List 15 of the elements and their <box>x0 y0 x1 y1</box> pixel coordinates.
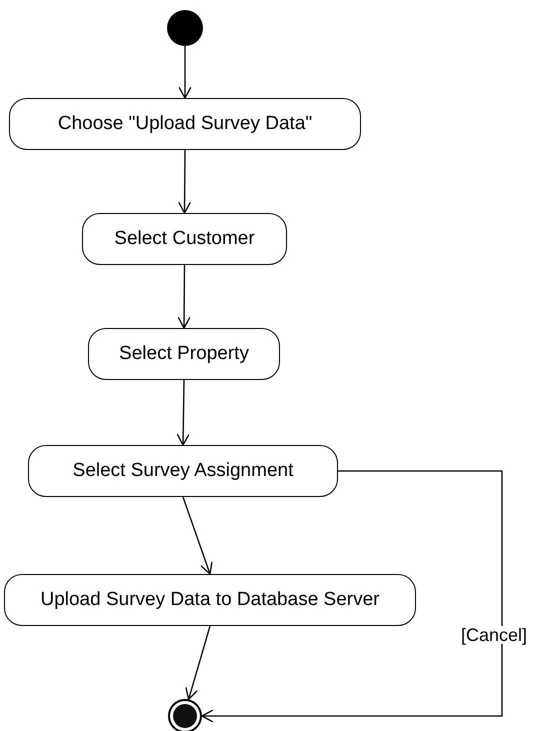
arrow <box>176 380 190 446</box>
arrow <box>185 626 211 700</box>
arrow <box>177 265 191 329</box>
arrow <box>178 46 192 99</box>
action-box: Select Property <box>88 328 280 380</box>
action-box: Select Customer <box>82 213 287 265</box>
action-box: Select Survey Assignment <box>28 445 338 497</box>
initial-node <box>167 10 203 46</box>
final-node <box>168 699 202 731</box>
action-box: Choose "Upload Survey Data" <box>9 98 361 150</box>
action-box: Upload Survey Data to Database Server <box>4 574 416 626</box>
edge-label: [Cancel] <box>460 626 528 644</box>
arrow <box>178 150 192 214</box>
arrow <box>201 470 503 723</box>
arrow <box>182 496 213 575</box>
